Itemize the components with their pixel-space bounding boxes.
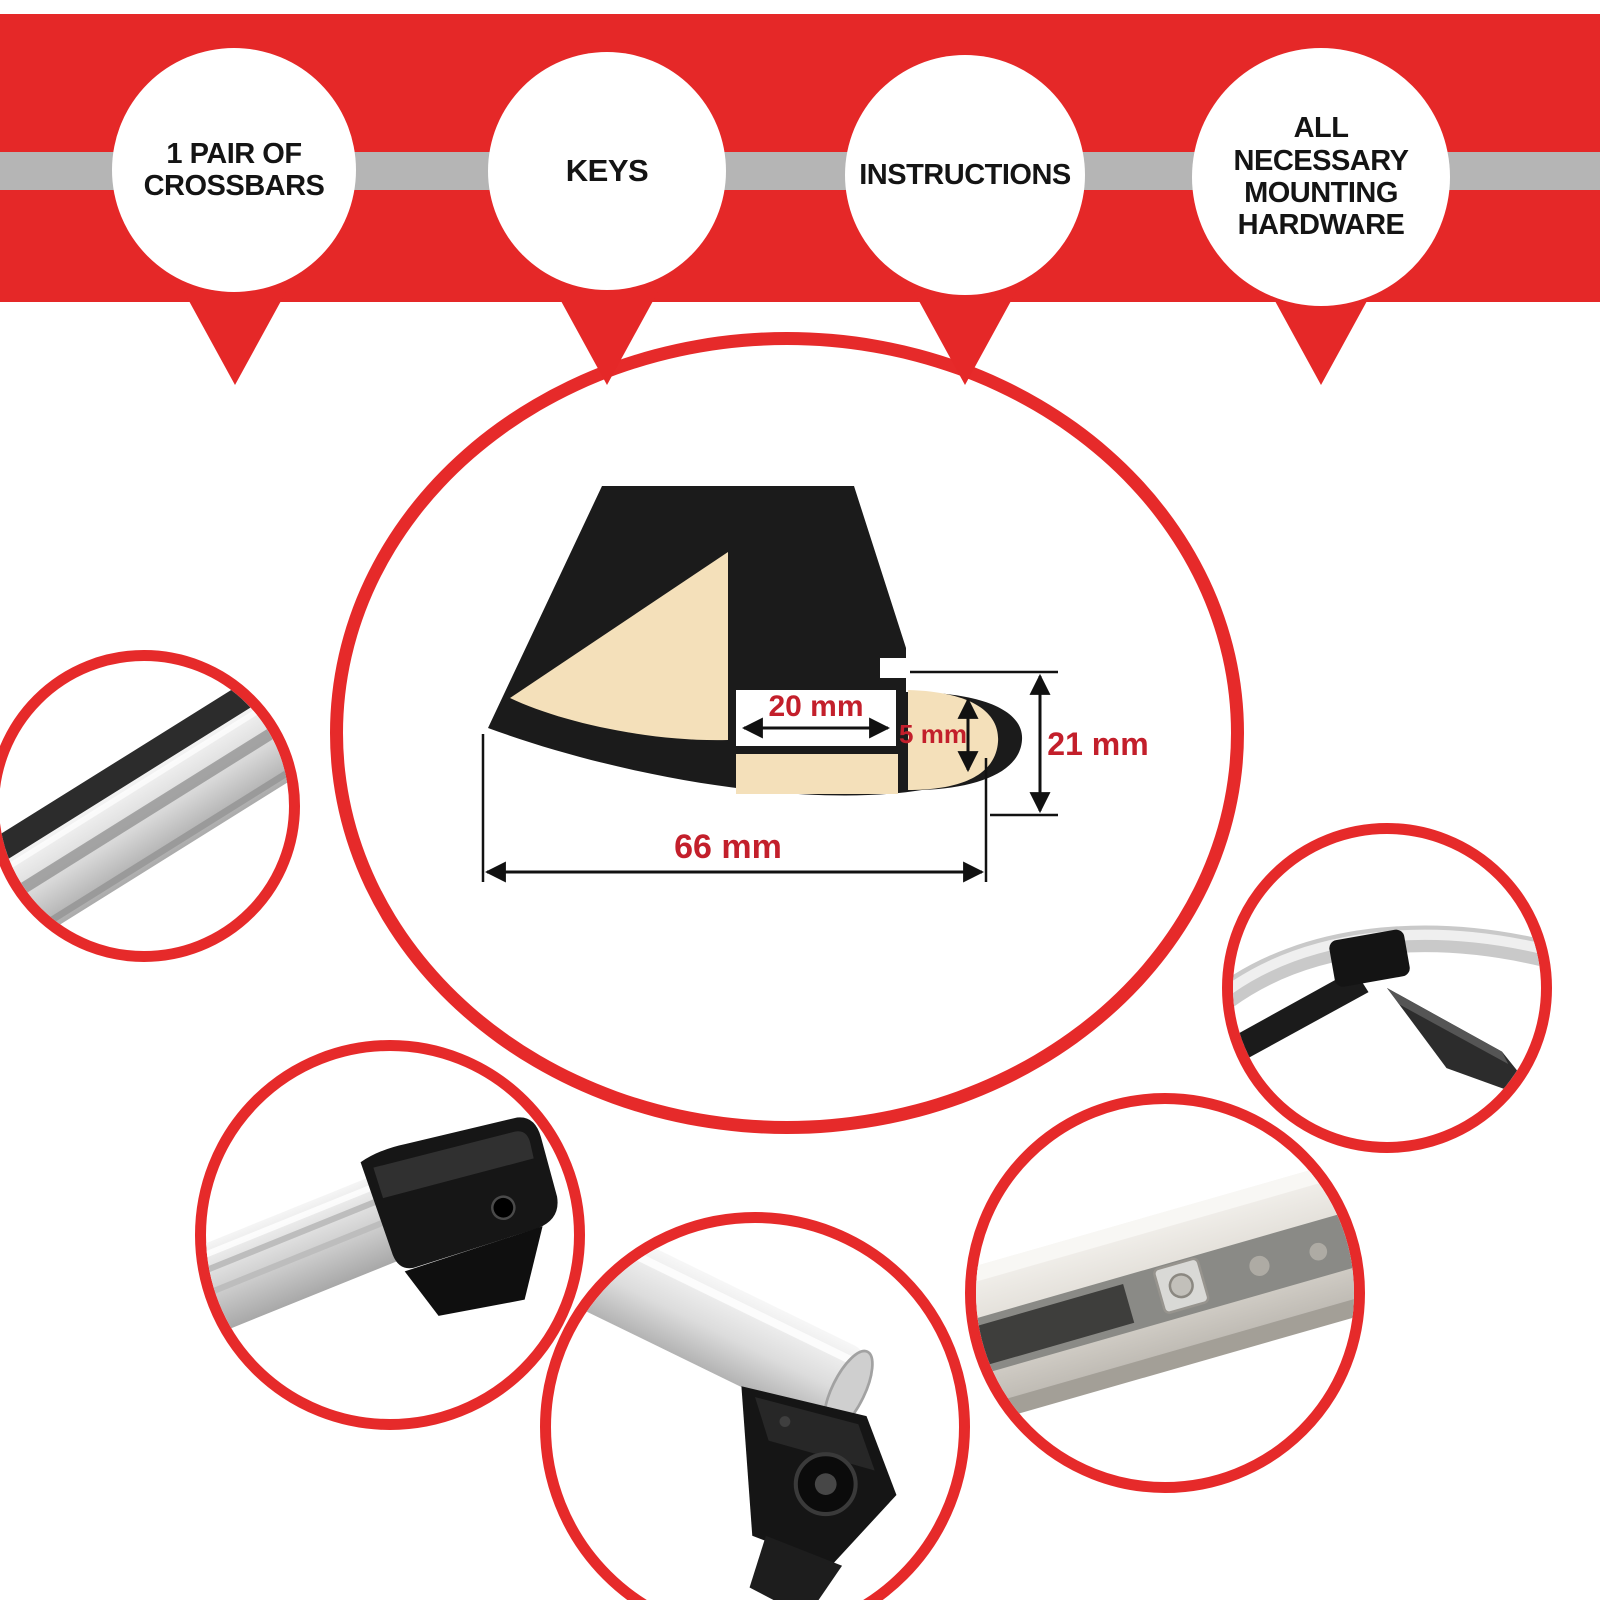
crossbar-profile-end-illustration — [0, 671, 289, 942]
svg-text:66 mm: 66 mm — [674, 828, 782, 866]
svg-text:20 mm: 20 mm — [768, 690, 863, 723]
photo-crossbar-mounted-on-rail — [1222, 823, 1552, 1153]
dim-profile-width: 66 mm — [481, 734, 988, 883]
crossbar-end-cap-illustration — [206, 1117, 558, 1353]
photo-t-slot-channel-with-bolt — [965, 1093, 1365, 1493]
feature-label-keys: KEYS — [565, 152, 649, 188]
crossbar-cross-section-diagram: 20 mm 5 mm 21 mm 66 mm — [481, 486, 1149, 883]
photo-crossbar-end-cap — [195, 1040, 585, 1430]
pointer-crossbars — [183, 290, 287, 385]
dim-profile-height: 21 mm — [910, 670, 1149, 817]
feature-circle-hardware: ALL NECESSARY MOUNTING HARDWARE — [1192, 48, 1450, 306]
feature-label-crossbars: 1 PAIR OF CROSSBARS — [143, 137, 325, 202]
mounted-on-rail-illustration — [1233, 925, 1541, 1103]
svg-text:21 mm: 21 mm — [1047, 726, 1148, 762]
photo-crossbar-mounting-clamp — [540, 1212, 970, 1600]
feature-circle-crossbars: 1 PAIR OF CROSSBARS — [112, 48, 356, 292]
dim-slot-width: 20 mm — [741, 690, 891, 739]
photo-crossbar-profile-end-view — [0, 650, 300, 962]
feature-label-instructions: INSTRUCTIONS — [859, 158, 1071, 191]
crossbar-clamp-illustration — [551, 1223, 897, 1600]
dim-slot-height: 5 mm — [899, 697, 979, 773]
feature-circle-instructions: INSTRUCTIONS — [845, 55, 1085, 295]
t-slot-channel-illustration — [976, 1151, 1354, 1432]
svg-text:5 mm: 5 mm — [899, 719, 967, 749]
feature-label-hardware: ALL NECESSARY MOUNTING HARDWARE — [1233, 112, 1409, 242]
profile-beige-bar — [736, 754, 898, 794]
profile-foam-triangle — [510, 552, 728, 741]
feature-circle-keys: KEYS — [488, 52, 726, 290]
